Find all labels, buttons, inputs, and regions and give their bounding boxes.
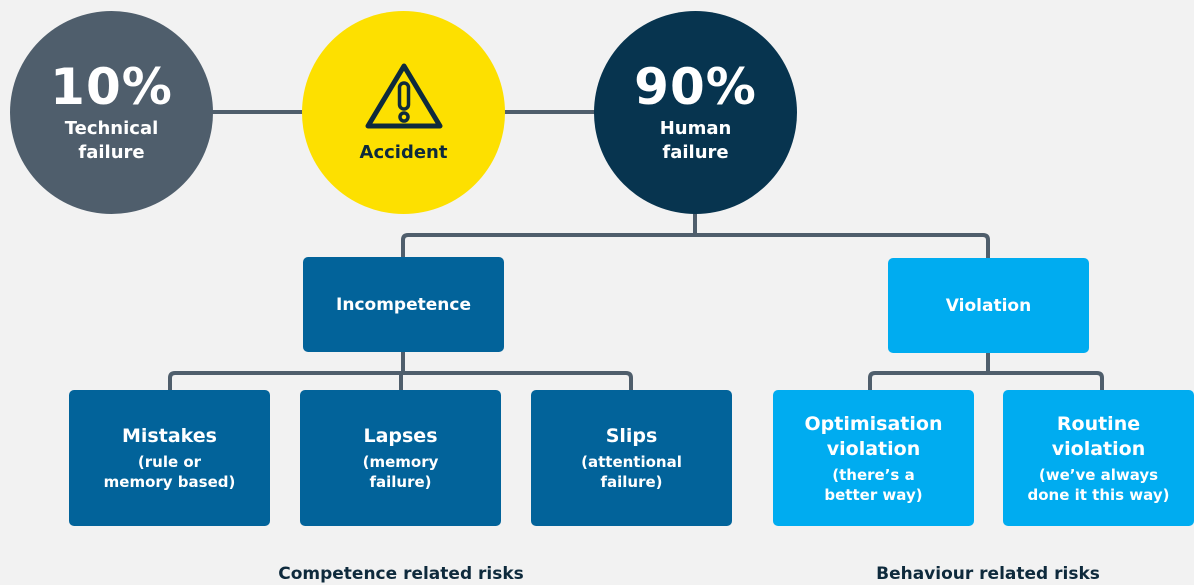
human-failure-label-line2: failure (662, 141, 729, 163)
technical-failure-label-line2: failure (78, 141, 145, 163)
optimisation-violation-title: Optimisation violation (805, 412, 943, 462)
human-failure-label: Human failure (660, 117, 732, 165)
connector-human-branches (401, 213, 990, 260)
optimisation-title-line2: violation (826, 437, 921, 460)
mistakes-detail-line2: memory based) (103, 473, 236, 491)
slips-detail-line1: (attentional (581, 453, 682, 471)
mistakes-box: Mistakes (rule or memory based) (69, 390, 270, 526)
mistakes-detail: (rule or memory based) (104, 452, 236, 492)
incompetence-label: Incompetence (336, 294, 471, 315)
lapses-detail-line1: (memory (362, 453, 439, 471)
violation-label: Violation (945, 295, 1032, 316)
human-failure-percent: 90% (634, 57, 757, 116)
incompetence-box: Incompetence (303, 257, 504, 352)
accident-label: Accident (359, 141, 448, 163)
optimisation-title-line1: Optimisation (804, 412, 943, 435)
competence-risks-caption: Competence related risks (278, 564, 524, 584)
optimisation-violation-box: Optimisation violation (there’s a better… (773, 390, 974, 526)
human-failure-label-line1: Human (659, 117, 732, 139)
routine-violation-title: Routine violation (1052, 412, 1145, 462)
accident-circle: Accident (302, 11, 505, 214)
routine-title-line1: Routine (1056, 412, 1141, 435)
violation-box: Violation (888, 258, 1089, 353)
lapses-box: Lapses (memory failure) (300, 390, 501, 526)
slips-box: Slips (attentional failure) (531, 390, 732, 526)
slips-detail-line2: failure) (600, 473, 663, 491)
slips-title: Slips (605, 425, 658, 447)
technical-failure-percent: 10% (50, 57, 173, 116)
optimisation-detail-line1: (there’s a (832, 465, 915, 484)
slips-detail: (attentional failure) (581, 452, 682, 492)
routine-detail-line2: done it this way) (1027, 485, 1170, 504)
connector-incompetence-branches (168, 350, 633, 392)
routine-violation-detail: (we’ve always done it this way) (1028, 465, 1170, 505)
technical-failure-label: Technical failure (65, 117, 159, 165)
routine-violation-box: Routine violation (we’ve always done it … (1003, 390, 1194, 526)
optimisation-detail-line2: better way) (824, 485, 923, 504)
lapses-title: Lapses (363, 425, 438, 447)
mistakes-detail-line1: (rule or (137, 453, 202, 471)
optimisation-violation-detail: (there’s a better way) (824, 465, 922, 505)
routine-detail-line1: (we’ve always (1038, 465, 1159, 484)
behaviour-risks-caption: Behaviour related risks (876, 564, 1100, 584)
lapses-detail: (memory failure) (363, 452, 439, 492)
mistakes-title: Mistakes (122, 425, 217, 447)
connector-violation-branches (868, 351, 1104, 392)
routine-title-line2: violation (1051, 437, 1146, 460)
lapses-detail-line2: failure) (369, 473, 432, 491)
warning-triangle-icon (365, 63, 442, 128)
technical-failure-circle: 10% Technical failure (10, 11, 213, 214)
human-failure-circle: 90% Human failure (594, 11, 797, 214)
technical-failure-label-line1: Technical (64, 117, 159, 139)
